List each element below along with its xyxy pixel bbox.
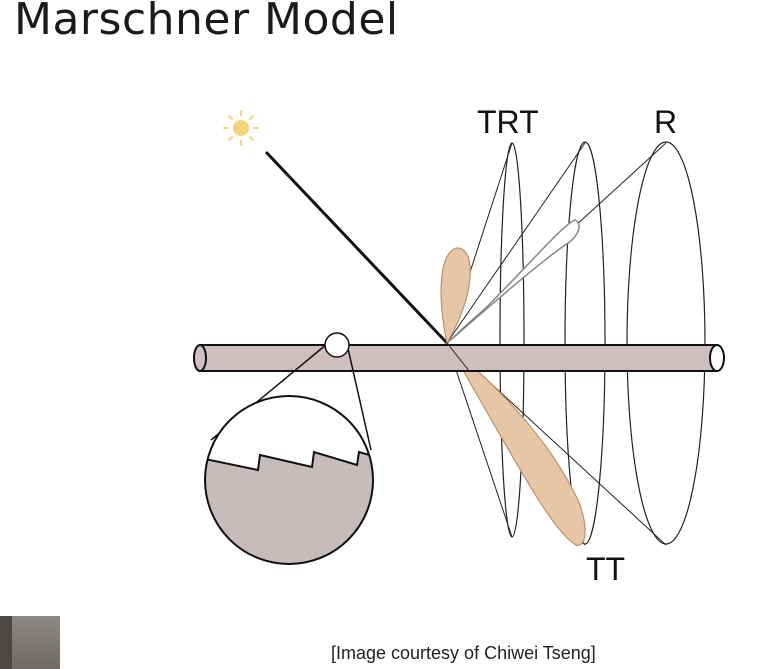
tt-label: TT	[586, 551, 625, 587]
trt-cone	[499, 142, 525, 538]
slide-title: Marschner Model	[14, 0, 399, 45]
mid-cone	[564, 141, 606, 545]
cuticle-magnifier	[204, 332, 374, 565]
r-label: R	[654, 104, 677, 140]
tt-lobe	[446, 342, 586, 546]
trt-label: TRT	[477, 104, 539, 140]
cuticle-scales	[205, 450, 373, 564]
r-cone	[626, 141, 706, 545]
image-caption: [Image courtesy of Chiwei Tseng]	[331, 643, 596, 663]
trt-lobe	[440, 247, 471, 345]
r-lobe	[446, 219, 580, 344]
cone-ellipses	[499, 141, 706, 545]
cone-lines-front	[446, 342, 471, 373]
presenter-thumbnail	[0, 616, 60, 669]
sun-icon	[223, 110, 259, 146]
incident-ray	[264, 150, 449, 345]
